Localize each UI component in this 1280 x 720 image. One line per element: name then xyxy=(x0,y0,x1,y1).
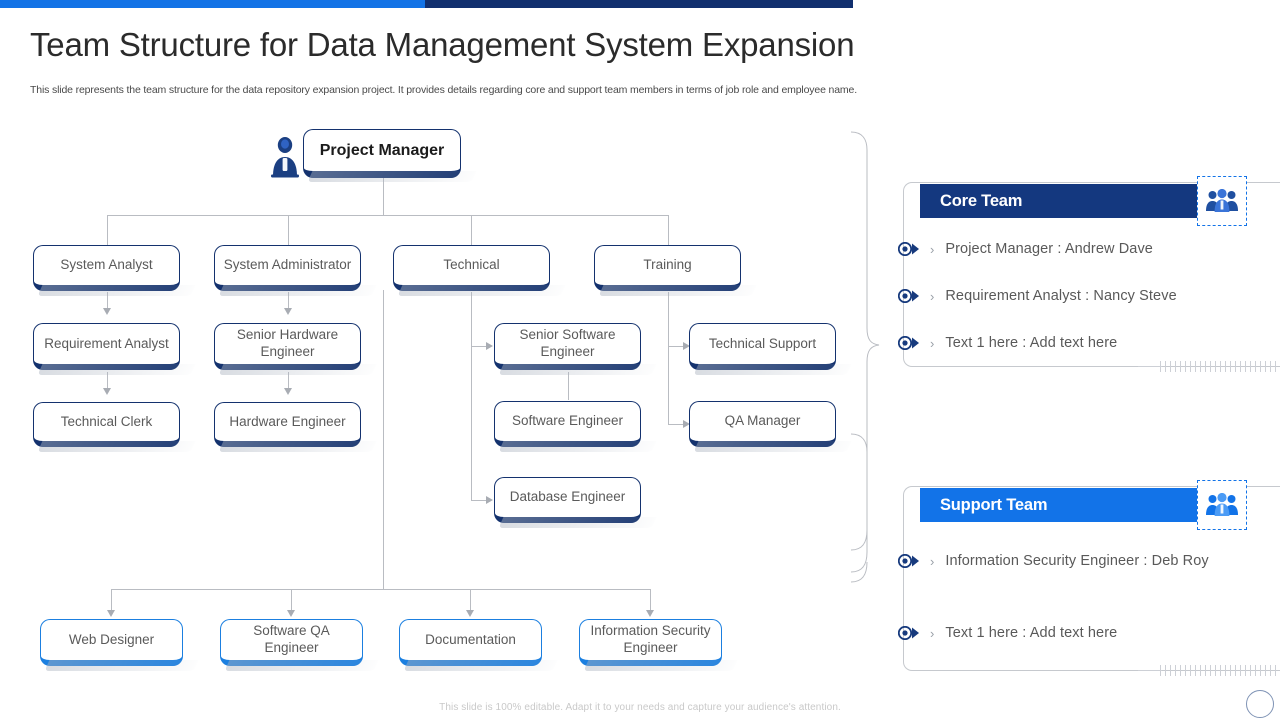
org-node-training[interactable]: Training xyxy=(594,245,741,291)
arrow-technical-to-senior-sw xyxy=(486,341,493,350)
chevron-right-icon: › xyxy=(930,625,935,641)
connector-sa-to-requirement xyxy=(107,292,108,310)
support-team-item-0[interactable]: › Information Security Engineer : Deb Ro… xyxy=(897,553,1209,569)
arrow-technical-to-database xyxy=(486,495,493,504)
org-node-technical[interactable]: Technical xyxy=(393,245,550,291)
support-team-header: Support Team xyxy=(920,488,1198,522)
corner-circle-decoration xyxy=(1246,690,1274,718)
page-title: Team Structure for Data Management Syste… xyxy=(30,26,855,63)
org-node-web-designer[interactable]: Web Designer xyxy=(40,619,183,666)
org-node-documentation[interactable]: Documentation xyxy=(399,619,542,666)
chevron-right-icon: › xyxy=(930,553,935,569)
connector-technical-spine xyxy=(471,292,472,501)
core-team-item-2-text: Text 1 here : Add text here xyxy=(945,335,1118,351)
footer-note: This slide is 100% editable. Adapt it to… xyxy=(439,702,841,713)
core-team-item-0-text: Project Manager : Andrew Dave xyxy=(945,241,1153,257)
connector-drop-system-administrator xyxy=(288,215,289,245)
top-accent-bar-left-segment xyxy=(0,0,425,8)
top-accent-bar-right-segment xyxy=(425,0,853,8)
arrow-documentation xyxy=(465,610,474,617)
connector-bottom-bus xyxy=(111,589,651,590)
core-team-item-1[interactable]: › Requirement Analyst : Nancy Steve xyxy=(897,288,1177,304)
connector-drop-system-analyst xyxy=(107,215,108,245)
connector-drop-training xyxy=(668,215,669,245)
connector-drop-web-designer xyxy=(111,589,112,612)
support-team-item-1[interactable]: › Text 1 here : Add text here xyxy=(897,625,1118,641)
org-node-senior-hardware-engineer[interactable]: Senior Hardware Engineer xyxy=(214,323,361,370)
eye-arrow-icon xyxy=(897,553,920,569)
connector-drop-software-qa xyxy=(291,589,292,612)
connector-senior-hw-to-hw xyxy=(288,372,289,390)
core-team-item-0[interactable]: › Project Manager : Andrew Dave xyxy=(897,241,1153,257)
connector-level1-bus xyxy=(107,215,669,216)
support-team-item-1-text: Text 1 here : Add text here xyxy=(945,625,1118,641)
connector-requirement-to-clerk xyxy=(107,372,108,390)
chevron-right-icon: › xyxy=(930,288,935,304)
top-accent-bar xyxy=(0,0,1280,8)
connector-drop-infosec xyxy=(650,589,651,612)
connector-technical-to-database xyxy=(471,500,489,501)
org-node-database-engineer[interactable]: Database Engineer xyxy=(494,477,641,523)
org-node-technical-support[interactable]: Technical Support xyxy=(689,323,836,370)
group-people-icon xyxy=(1197,176,1247,226)
connector-training-to-qa-manager xyxy=(668,424,686,425)
arrow-sadmin-to-senior-hw xyxy=(283,308,292,315)
connector-training-to-tech-support xyxy=(668,346,686,347)
eye-arrow-icon xyxy=(897,288,920,304)
core-team-panel-frame xyxy=(903,182,1280,367)
eye-arrow-icon xyxy=(897,625,920,641)
connector-senior-sw-to-sw xyxy=(568,372,569,400)
core-team-title: Core Team xyxy=(940,191,1023,210)
panel-bracket-support xyxy=(850,433,868,573)
connector-root-stem xyxy=(383,178,384,215)
arrow-software-qa xyxy=(286,610,295,617)
support-team-hatch xyxy=(1160,665,1280,676)
connector-training-spine xyxy=(668,292,669,425)
org-node-requirement-analyst[interactable]: Requirement Analyst xyxy=(33,323,180,370)
org-node-project-manager[interactable]: Project Manager xyxy=(303,129,461,178)
org-node-qa-manager[interactable]: QA Manager xyxy=(689,401,836,447)
support-team-title: Support Team xyxy=(940,495,1048,514)
arrow-requirement-to-clerk xyxy=(102,388,111,395)
eye-arrow-icon xyxy=(897,335,920,351)
core-team-hatch xyxy=(1160,361,1280,372)
arrow-senior-hw-to-hw xyxy=(283,388,292,395)
core-team-header: Core Team xyxy=(920,184,1198,218)
person-icon xyxy=(269,134,301,178)
connector-drop-documentation xyxy=(470,589,471,612)
arrow-infosec xyxy=(645,610,654,617)
org-node-software-engineer[interactable]: Software Engineer xyxy=(494,401,641,447)
arrow-training-to-qa-manager xyxy=(683,419,690,428)
group-people-icon xyxy=(1197,480,1247,530)
org-node-technical-clerk[interactable]: Technical Clerk xyxy=(33,402,180,447)
support-team-item-0-text: Information Security Engineer : Deb Roy xyxy=(945,553,1209,569)
org-node-senior-software-engineer[interactable]: Senior Software Engineer xyxy=(494,323,641,370)
connector-drop-technical xyxy=(471,215,472,245)
chevron-right-icon: › xyxy=(930,241,935,257)
connector-root-to-bottom xyxy=(383,290,384,589)
org-node-information-security-engineer[interactable]: Information Security Engineer xyxy=(579,619,722,666)
org-node-system-administrator[interactable]: System Administrator xyxy=(214,245,361,291)
eye-arrow-icon xyxy=(897,241,920,257)
arrow-web-designer xyxy=(106,610,115,617)
arrow-training-to-tech-support xyxy=(683,341,690,350)
support-team-panel-frame xyxy=(903,486,1280,671)
page-subtitle: This slide represents the team structure… xyxy=(30,84,857,96)
core-team-hatch-tail xyxy=(1138,366,1162,367)
connector-technical-to-senior-sw xyxy=(471,346,489,347)
arrow-sa-to-requirement xyxy=(102,308,111,315)
chevron-right-icon: › xyxy=(930,335,935,351)
support-team-hatch-tail xyxy=(1138,670,1162,671)
org-node-software-qa-engineer[interactable]: Software QA Engineer xyxy=(220,619,363,666)
org-node-system-analyst[interactable]: System Analyst xyxy=(33,245,180,291)
core-team-item-1-text: Requirement Analyst : Nancy Steve xyxy=(945,288,1177,304)
core-team-item-2[interactable]: › Text 1 here : Add text here xyxy=(897,335,1118,351)
org-node-hardware-engineer[interactable]: Hardware Engineer xyxy=(214,402,361,447)
panel-bracket xyxy=(850,131,880,583)
connector-sadmin-to-senior-hw xyxy=(288,292,289,310)
